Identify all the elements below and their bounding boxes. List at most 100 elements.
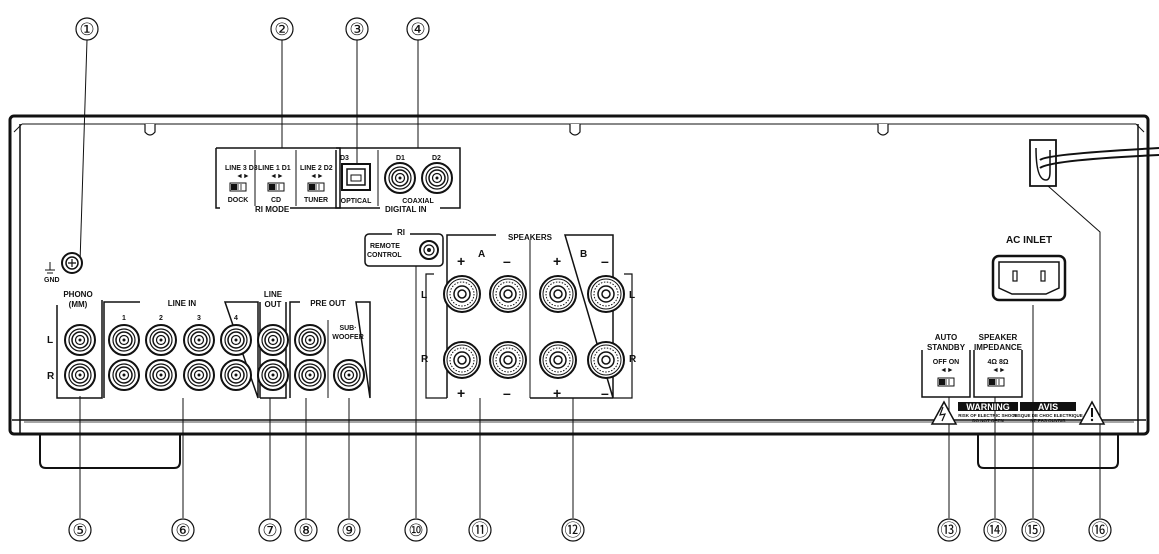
auto-standby-title-1: AUTO: [935, 333, 958, 342]
callout-12-number: ⑫: [565, 521, 582, 540]
phono-r-label: R: [47, 371, 55, 382]
callout-6-number: ⑥: [175, 521, 190, 540]
power-cord: [1029, 139, 1159, 187]
speaker-b-top-minus: –: [601, 253, 609, 269]
digital-in-panel: D3 D1 D2 OPTICAL COAXIAL DIGITAL IN: [335, 147, 461, 214]
pre-out-r-jack[interactable]: [294, 359, 326, 391]
auto-standby-title-2: STANDBY: [927, 343, 966, 352]
callout-11-number: ⑪: [472, 521, 489, 540]
pre-out-title: PRE OUT: [310, 299, 346, 308]
callout-13-number: ⑬: [941, 521, 958, 540]
speakers-r-label-right: R: [629, 354, 637, 365]
phono-title: PHONO: [63, 290, 92, 299]
ac-inlet-title: AC INLET: [1006, 235, 1052, 246]
speaker-b-top-plus: +: [553, 253, 561, 269]
coaxial-label: COAXIAL: [402, 198, 434, 205]
speaker-a-r-plus-terminal[interactable]: [443, 341, 481, 379]
remote-label-2: CONTROL: [367, 252, 402, 259]
line-in-channel-1: 1: [122, 315, 126, 322]
line-in-panel: LINE IN 1 2 3 4: [103, 299, 259, 399]
svg-text:◄►: ◄►: [940, 367, 954, 374]
callout-5-number: ⑤: [72, 521, 87, 540]
callout-4-number: ④: [410, 20, 425, 39]
speaker-impedance-switch[interactable]: [987, 377, 1005, 387]
gnd-terminal[interactable]: [61, 252, 83, 274]
ac-inlet-socket[interactable]: [991, 254, 1067, 302]
line-in-1-l-jack[interactable]: [108, 324, 140, 356]
callout-7-number: ⑦: [262, 521, 277, 540]
line-in-title: LINE IN: [168, 299, 197, 308]
line-in-4-l-jack[interactable]: [220, 324, 252, 356]
digital-in-title: DIGITAL IN: [385, 205, 427, 214]
phono-sub: (MM): [69, 300, 88, 309]
line-in-2-r-jack[interactable]: [145, 359, 177, 391]
ri-mode-panel: LINE 3 D3 ◄► DOCK LINE 1 D1 ◄► CD LINE 2…: [215, 147, 341, 214]
callout-9-number: ⑨: [341, 521, 356, 540]
ri-mode-cd-switch[interactable]: [267, 182, 285, 192]
speaker-a-l-minus-terminal[interactable]: [489, 275, 527, 313]
ri-mode-cd-label: CD: [271, 197, 281, 204]
ri-mode-title: RI MODE: [255, 205, 290, 214]
ri-mode-switch2-label: LINE 1 D1: [258, 165, 291, 172]
line-out-r-jack[interactable]: [257, 359, 289, 391]
subwoofer-label-1: SUB·: [339, 325, 356, 332]
ground-icon: [45, 262, 55, 274]
line-in-4-r-jack[interactable]: [220, 359, 252, 391]
speaker-a-r-minus-terminal[interactable]: [489, 341, 527, 379]
callout-1-number: ①: [79, 20, 94, 39]
speaker-impedance-title-2: IMPEDANCE: [974, 343, 1023, 352]
coaxial-d2-jack[interactable]: [421, 162, 453, 194]
chassis: [8, 114, 1150, 436]
svg-text:◄►: ◄►: [992, 367, 1006, 374]
speaker-b-r-plus-terminal[interactable]: [539, 341, 577, 379]
ri-mode-dock-switch[interactable]: [229, 182, 247, 192]
speaker-a-top-plus: +: [457, 253, 465, 269]
line-in-3-r-jack[interactable]: [183, 359, 215, 391]
ri-mode-tuner-switch[interactable]: [307, 182, 325, 192]
speaker-b-r-minus-terminal[interactable]: [587, 341, 625, 379]
speaker-b-l-plus-terminal[interactable]: [539, 275, 577, 313]
auto-standby-switch[interactable]: [937, 377, 955, 387]
optical-jack[interactable]: [341, 163, 371, 191]
warning-title: WARNING: [966, 402, 1010, 412]
line-in-3-l-jack[interactable]: [183, 324, 215, 356]
speaker-a-l-plus-terminal[interactable]: [443, 275, 481, 313]
gnd-label: GND: [44, 277, 60, 284]
speakers-l-label-right: L: [629, 290, 635, 301]
speaker-impedance-states: 4Ω 8Ω: [988, 359, 1009, 366]
callouts-bottom: [68, 518, 1112, 542]
d2-label: D2: [432, 155, 441, 162]
callout-16-number: ⑯: [1092, 521, 1109, 540]
subwoofer-label-2: WOOFER: [332, 334, 364, 341]
line-out-l-jack[interactable]: [257, 324, 289, 356]
pre-out-l-jack[interactable]: [294, 324, 326, 356]
callout-1: [75, 17, 99, 264]
line-in-2-l-jack[interactable]: [145, 324, 177, 356]
phono-r-jack[interactable]: [64, 359, 96, 391]
callout-14-number: ⑭: [987, 521, 1004, 540]
speakers-l-label-left: L: [421, 290, 427, 301]
phono-panel: PHONO (MM) L R: [47, 290, 103, 399]
avis-title: AVIS: [1038, 402, 1058, 412]
ri-label: RI: [397, 228, 405, 237]
line-in-channel-4: 4: [234, 315, 238, 322]
speaker-b-bottom-plus: +: [553, 385, 561, 401]
speakers-r-label-left: R: [421, 354, 429, 365]
speaker-impedance-title-1: SPEAKER: [979, 333, 1018, 342]
d3-label: D3: [340, 155, 349, 162]
line-in-channel-2: 2: [159, 315, 163, 322]
subwoofer-jack[interactable]: [333, 359, 365, 391]
phono-l-jack[interactable]: [64, 324, 96, 356]
callout-8-number: ⑧: [298, 521, 313, 540]
speaker-a-top-minus: –: [503, 253, 511, 269]
coaxial-d1-jack[interactable]: [384, 162, 416, 194]
speaker-b-l-minus-terminal[interactable]: [587, 275, 625, 313]
optical-label: OPTICAL: [341, 198, 372, 205]
speakers-b-label: B: [580, 249, 587, 260]
speaker-a-bottom-minus: –: [503, 385, 511, 401]
line-in-1-r-jack[interactable]: [108, 359, 140, 391]
ri-mode-tuner-label: TUNER: [304, 197, 328, 204]
warning-line-1: RISK OF ELECTRIC SHOCK: [958, 413, 1018, 418]
speaker-impedance-panel: SPEAKER IMPEDANCE 4Ω 8Ω ◄►: [973, 333, 1023, 398]
remote-control-jack[interactable]: [419, 240, 439, 260]
